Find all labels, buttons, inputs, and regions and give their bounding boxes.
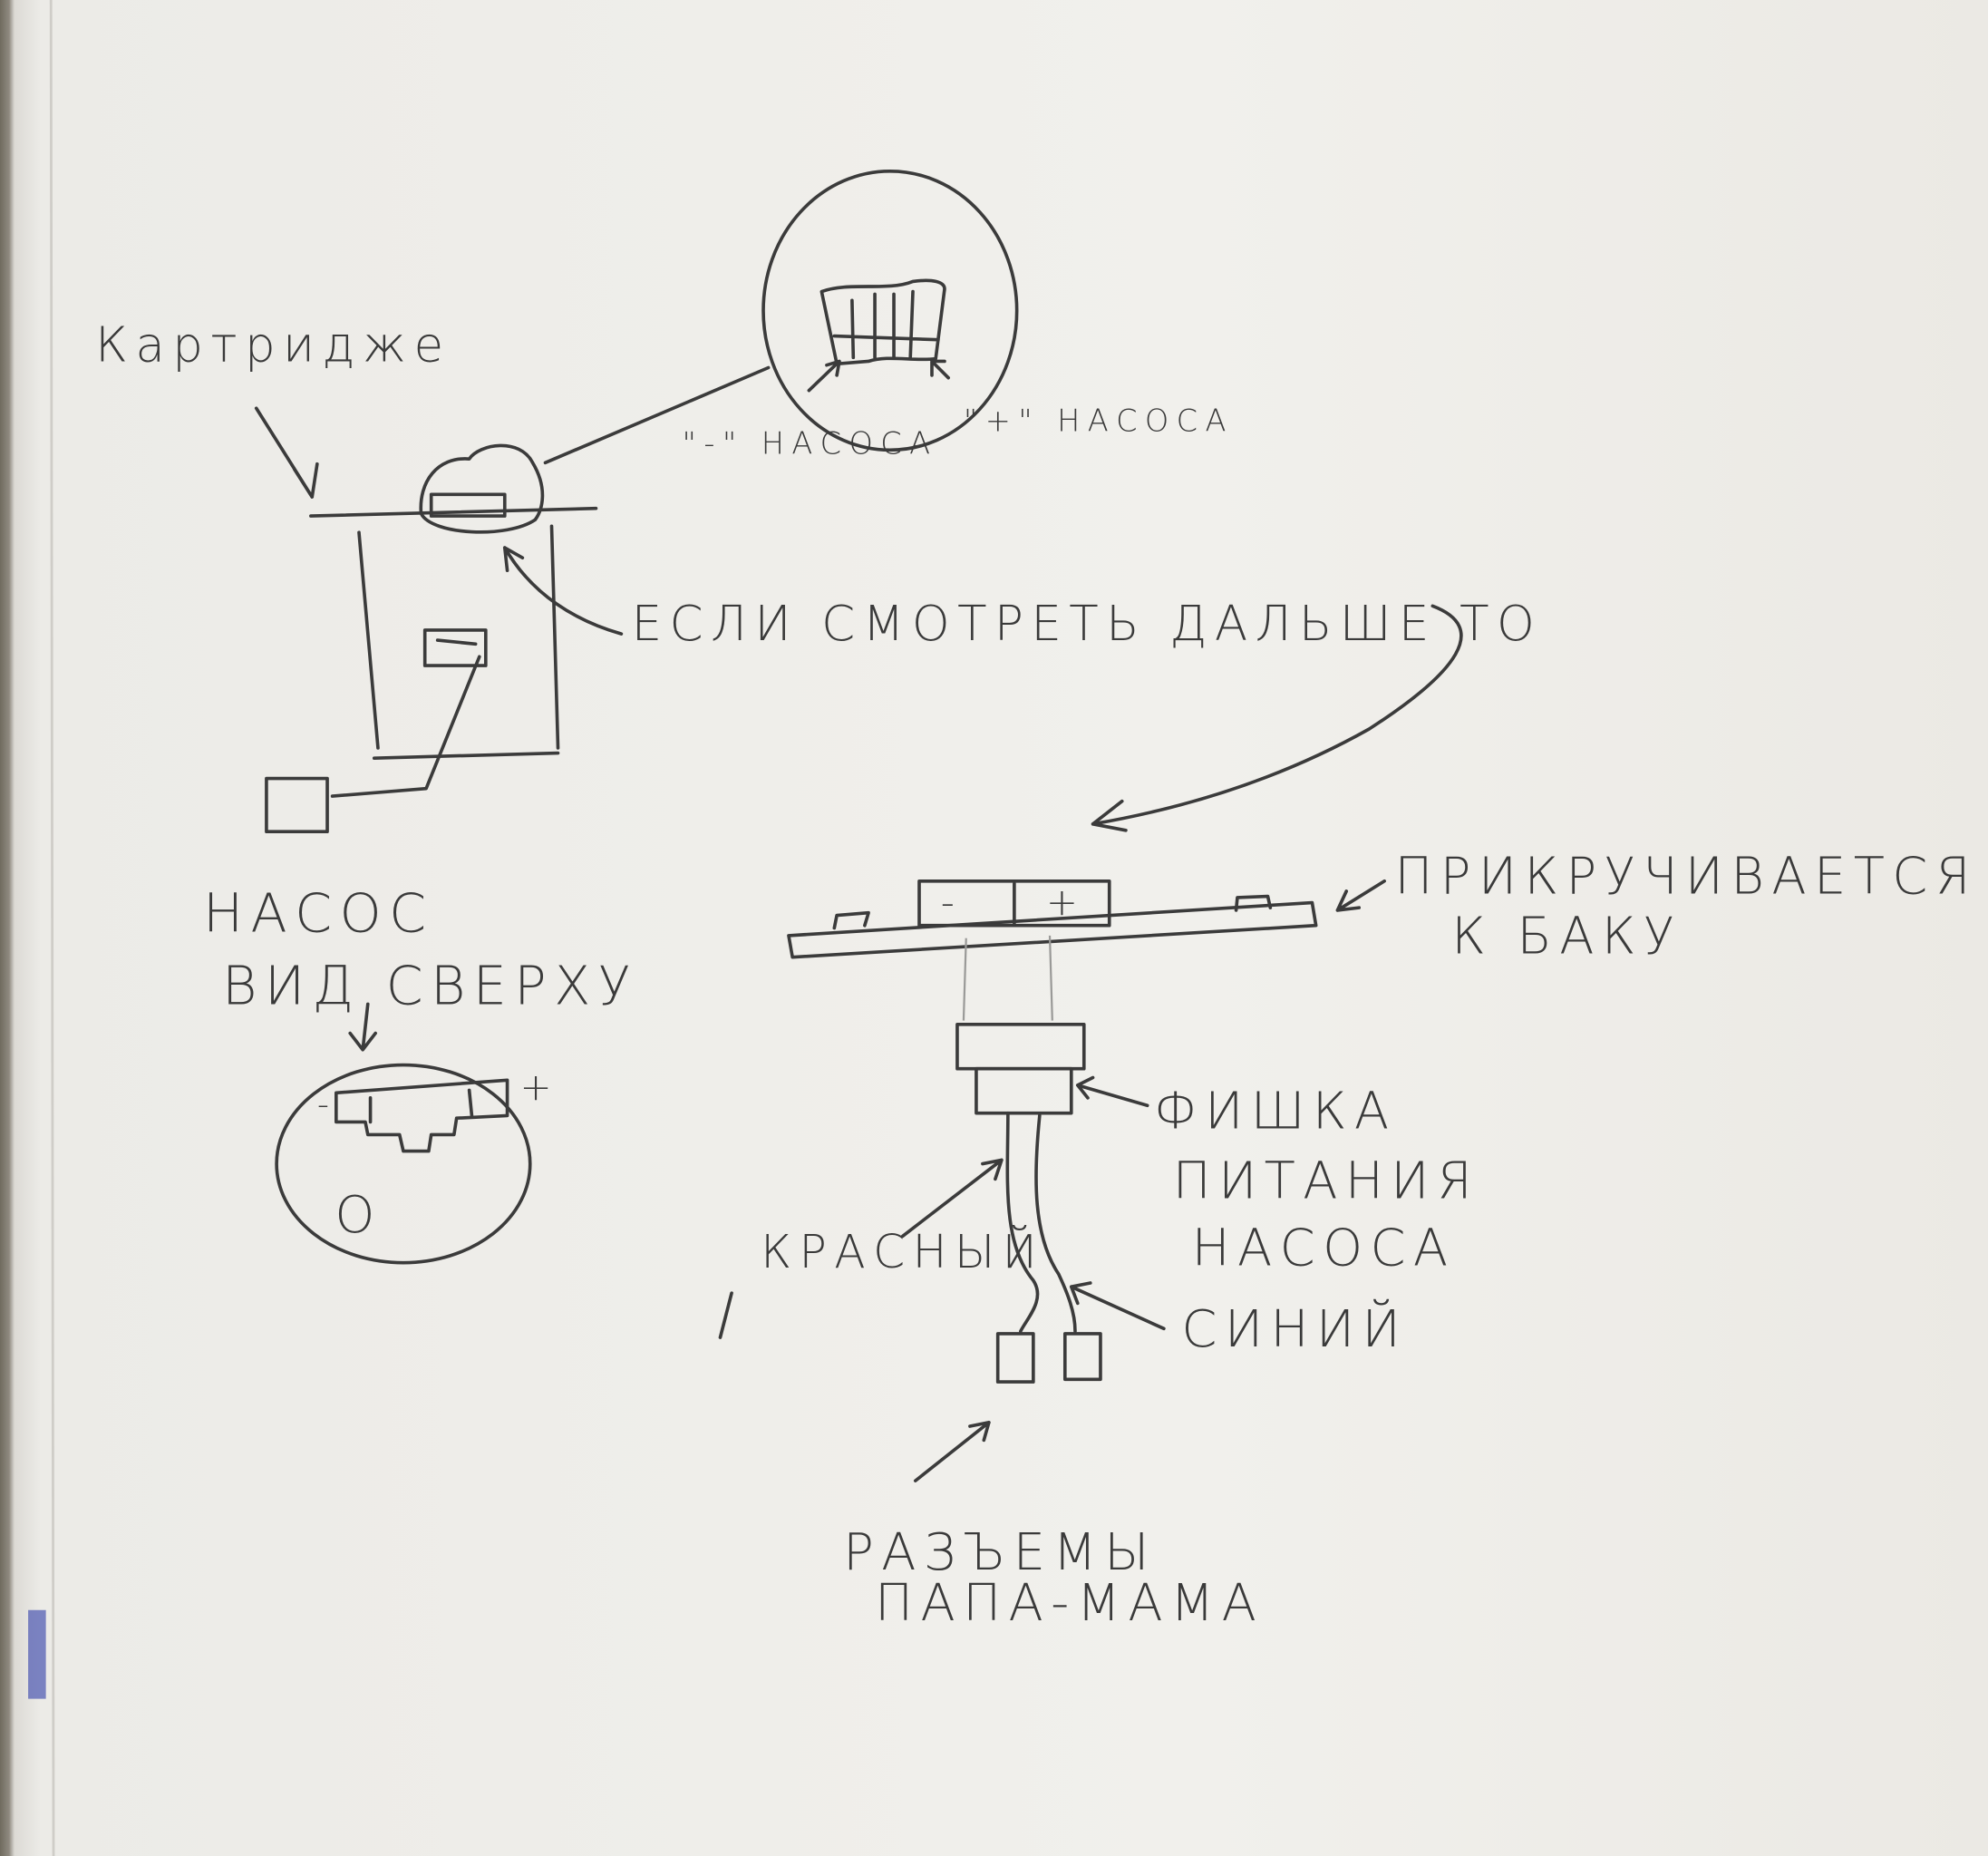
blue-margin-marks	[28, 1609, 46, 1699]
pump-label: НАСОС	[203, 882, 433, 945]
body-tube	[962, 935, 1053, 1021]
connectors-label-2: ПАПА-МАМА	[875, 1574, 1264, 1633]
pump-box-detail	[435, 638, 478, 646]
plus-symbol: +	[520, 1065, 560, 1110]
screwed-label-2: К БАКУ	[1451, 907, 1682, 966]
pump-top-connector	[335, 1078, 509, 1153]
connector-on-top	[429, 492, 507, 518]
arrow-icon	[807, 359, 841, 393]
external-square	[265, 776, 329, 834]
arrow-icon	[1069, 1281, 1166, 1331]
cartridge-label: Картриджe	[95, 316, 451, 373]
arrow-icon	[913, 1420, 991, 1482]
page-edge	[49, 0, 55, 1856]
connectors-label-1: РАЗЪЕМЫ	[843, 1523, 1157, 1582]
plus-pump-label: "+" НАСОСА	[964, 403, 1234, 438]
power-plug-bottom	[975, 1066, 1073, 1115]
plug-label-1: ФИШКА	[1154, 1082, 1397, 1141]
outlet-symbol: O	[335, 1186, 382, 1245]
hose-line	[330, 655, 481, 798]
mounting-plate	[787, 900, 1318, 959]
arrow-icon	[348, 1002, 377, 1052]
zoom-bubble	[419, 443, 545, 534]
wires	[1005, 1111, 1077, 1333]
arrow-icon	[502, 546, 624, 636]
cartridge-body	[357, 524, 560, 760]
power-plug-top	[955, 1022, 1086, 1071]
blue-wire-label: СИНИЙ	[1181, 1300, 1408, 1359]
terminal-plus: +	[1046, 880, 1086, 925]
connector-detail	[819, 278, 946, 366]
mount-tabs	[832, 894, 1273, 930]
look-further-label: ЕСЛИ СМОТРЕТЬ ДАЛЬШЕ ТО	[632, 596, 1543, 652]
pump-box	[422, 628, 488, 667]
arrow-icon	[901, 1158, 1004, 1239]
minus-pump-label: "-" НАСОСА	[683, 426, 938, 462]
arrow-icon	[1335, 879, 1386, 912]
female-connector	[1062, 1332, 1102, 1382]
plug-label-3: НАСОСА	[1192, 1219, 1456, 1278]
arrow-icon	[930, 359, 950, 380]
curved-arrow-icon	[1091, 604, 1463, 832]
detail-circle	[761, 169, 1019, 452]
screwed-label-1: ПРИКРУЧИВАЕТСЯ	[1394, 848, 1978, 907]
terminal-minus: -	[941, 880, 963, 925]
male-connector	[995, 1332, 1035, 1384]
zoom-line	[543, 365, 771, 465]
top-view-label: ВИД СВЕРХУ	[222, 954, 638, 1016]
tank-top-line	[309, 506, 598, 518]
minus-symbol: -	[317, 1084, 337, 1123]
arrow-icon	[254, 406, 319, 499]
arrow-icon	[1075, 1075, 1149, 1108]
red-wire-label: КРАСНЫЙ	[761, 1225, 1044, 1278]
plug-label-2: ПИТАНИЯ	[1173, 1151, 1479, 1210]
stray-mark	[718, 1291, 733, 1339]
pump-top-circle	[275, 1063, 532, 1265]
